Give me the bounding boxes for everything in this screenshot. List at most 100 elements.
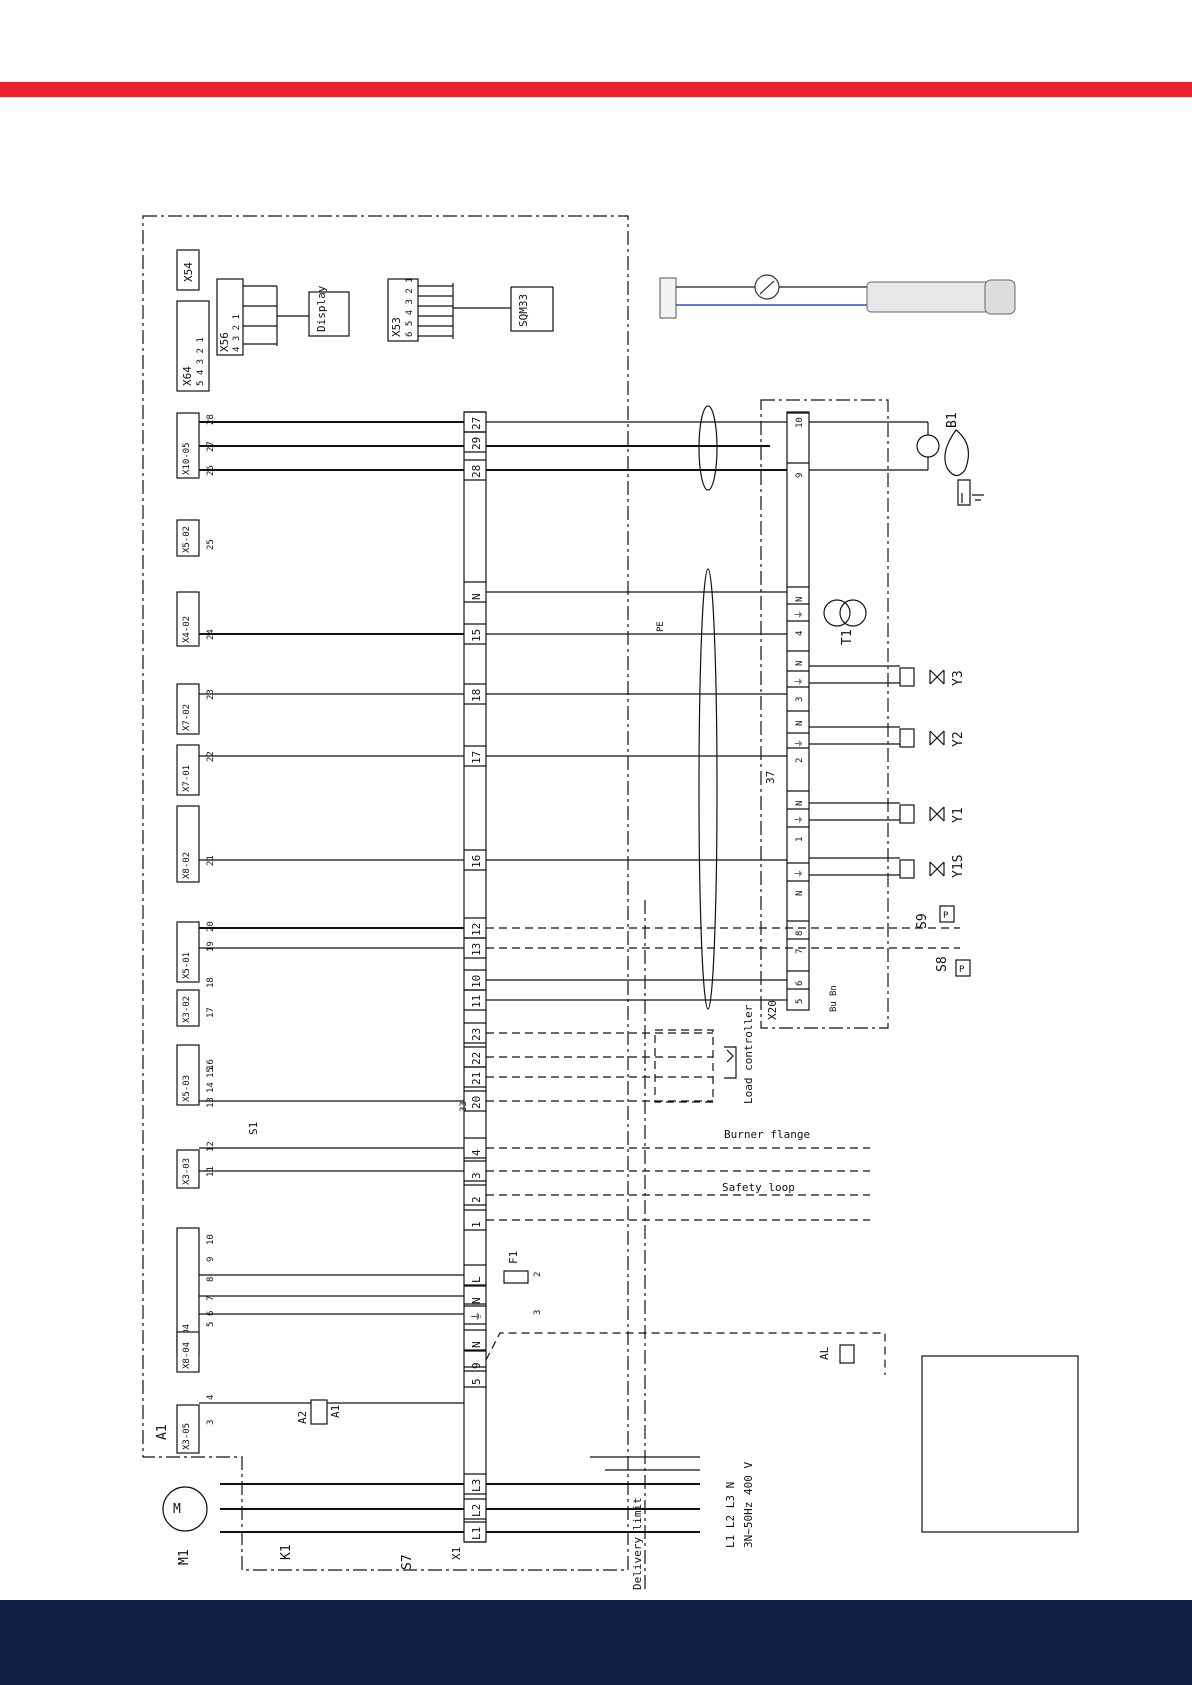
x1-terminal-15: 20 bbox=[470, 1096, 483, 1109]
wire-number-5: 23 bbox=[206, 689, 216, 700]
wire-number-7: 21 bbox=[206, 855, 216, 866]
f1-label: F1 bbox=[507, 1251, 520, 1264]
motor-symbol: M bbox=[173, 1502, 181, 1517]
x1-terminal-2: 28 bbox=[470, 465, 483, 478]
relay-a2-icon bbox=[310, 1399, 328, 1425]
connector-x3-05 bbox=[176, 1404, 200, 1454]
x20-terminal-13: 1 bbox=[795, 837, 805, 842]
x1-terminal-5: 18 bbox=[470, 689, 483, 702]
svg-text:P: P bbox=[943, 911, 949, 921]
wire-number-0: 28 bbox=[206, 414, 216, 425]
connector-x7-01 bbox=[176, 744, 200, 796]
burner-boundary bbox=[760, 399, 889, 1029]
wire-37-label: 37 bbox=[764, 771, 777, 784]
x1-terminal-20: L bbox=[470, 1276, 483, 1283]
x1-terminal-14: 21 bbox=[470, 1072, 483, 1085]
wire-number-8: 20 bbox=[206, 921, 216, 932]
connector-x64-pins: 5 4 3 2 1 bbox=[196, 337, 206, 386]
wire-number-26: 2 bbox=[533, 1272, 543, 1277]
a1-relay-label: A1 bbox=[329, 1405, 342, 1418]
pressure-switch-s8-icon bbox=[955, 959, 971, 977]
x1-terminal-24: 9 bbox=[470, 1362, 483, 1369]
s8-label: S8 bbox=[935, 956, 950, 972]
connector-x5-02 bbox=[176, 519, 200, 557]
al-label: AL bbox=[818, 1346, 831, 1360]
x1-terminal-9: 13 bbox=[470, 943, 483, 956]
x1-terminal-13: 22 bbox=[470, 1052, 483, 1065]
x20-label: X20 bbox=[766, 1000, 779, 1020]
wire-number-18: 10 bbox=[206, 1234, 216, 1245]
solenoid-icon-2 bbox=[899, 804, 915, 824]
x1-terminal-23: N bbox=[470, 1341, 483, 1348]
x20-terminal-6: ⏚ bbox=[794, 677, 805, 686]
x1-terminal-28: L1 bbox=[470, 1527, 483, 1540]
x20-terminal-7: 3 bbox=[795, 697, 805, 702]
controller-label: A1 bbox=[155, 1424, 170, 1440]
x1-terminal-27: L2 bbox=[470, 1504, 483, 1517]
wire-number-13: 15 bbox=[206, 1067, 216, 1078]
wire-number-3: 25 bbox=[206, 539, 216, 550]
x20-terminal-5: N bbox=[795, 661, 805, 666]
connector-x54-label: X54 bbox=[182, 262, 195, 282]
s9-label: S9 bbox=[915, 913, 930, 929]
x20-terminal-16: 8 bbox=[795, 931, 805, 936]
connector-x64 bbox=[176, 300, 210, 392]
connector-x8-04 bbox=[176, 1331, 200, 1373]
x1-terminal-12: 23 bbox=[470, 1028, 483, 1041]
valve-icon-0 bbox=[929, 669, 945, 685]
wire-number-10: 18 bbox=[206, 977, 216, 988]
supply-voltage-label: 3N~50Hz 400 V bbox=[742, 1462, 755, 1548]
x20-terminal-12: ⏚ bbox=[794, 815, 805, 824]
svg-text:P: P bbox=[959, 965, 965, 975]
wire-number-19: 9 bbox=[206, 1257, 216, 1262]
connector-x4-02 bbox=[176, 591, 200, 647]
delivery-limit-label: Delivery limit bbox=[631, 1497, 644, 1590]
b1-label: B1 bbox=[945, 412, 960, 428]
wire-number-1: 27 bbox=[206, 441, 216, 452]
x20-terminal-11: N bbox=[795, 801, 805, 806]
wire-number-21: 7 bbox=[206, 1296, 216, 1301]
x1-terminal-4: 15 bbox=[470, 629, 483, 642]
connector-x3-03 bbox=[176, 1149, 200, 1189]
x1-terminal-16: 4 bbox=[470, 1149, 483, 1156]
actuator-label: SQM33 bbox=[517, 294, 530, 327]
wire-number-15: 13 bbox=[206, 1097, 216, 1108]
x1-label: X1 bbox=[450, 1547, 463, 1560]
x20-terminal-15: N bbox=[795, 891, 805, 896]
wire-number-4: 24 bbox=[206, 629, 216, 640]
bn-label: Bn bbox=[829, 985, 839, 996]
flame-sensor-icon bbox=[916, 434, 940, 458]
connector-label-5: X8-02 bbox=[182, 852, 192, 879]
ground-icon bbox=[957, 479, 984, 506]
x1-terminal-21: N bbox=[470, 1297, 483, 1304]
x20-terminal-3: ⏚ bbox=[794, 610, 805, 619]
k1-label: K1 bbox=[279, 1544, 294, 1560]
x1-terminal-7: 16 bbox=[470, 855, 483, 868]
top-accent-bar bbox=[0, 82, 1192, 97]
connector-x64-label: X64 bbox=[181, 366, 194, 386]
connector-label-0: X10-05 bbox=[182, 442, 192, 475]
connector-label-9: X3-03 bbox=[182, 1158, 192, 1185]
connector-label-4: X7-01 bbox=[182, 765, 192, 792]
connector-x53-pins: 6 5 4 3 2 1 bbox=[405, 277, 415, 337]
connector-label-6: X5-01 bbox=[182, 952, 192, 979]
valve-label-0: Y3 bbox=[951, 670, 966, 686]
wire-number-14: 14 bbox=[206, 1082, 216, 1093]
footer-bar bbox=[0, 1600, 1192, 1685]
x20-terminal-1: 9 bbox=[795, 473, 805, 478]
fuse-icon bbox=[503, 1270, 529, 1284]
connector-x56-label: X56 bbox=[218, 332, 231, 352]
solenoid-icon-0 bbox=[899, 667, 915, 687]
x1-terminal-26: L3 bbox=[470, 1479, 483, 1492]
valve-label-2: Y1 bbox=[951, 807, 966, 823]
wire-number-16: 12 bbox=[206, 1141, 216, 1152]
connector-x54 bbox=[176, 249, 200, 291]
connector-x5-01 bbox=[176, 921, 200, 983]
safety-loop-label: Safety loop bbox=[722, 1181, 795, 1194]
wire-number-23: 5 bbox=[206, 1322, 216, 1327]
wire-number-24: 4 bbox=[206, 1395, 216, 1400]
valve-icon-3 bbox=[929, 861, 945, 877]
connector-label-7: X3-02 bbox=[182, 996, 192, 1023]
m1-label: M1 bbox=[177, 1549, 192, 1565]
s1-label: S1 bbox=[247, 1122, 260, 1135]
